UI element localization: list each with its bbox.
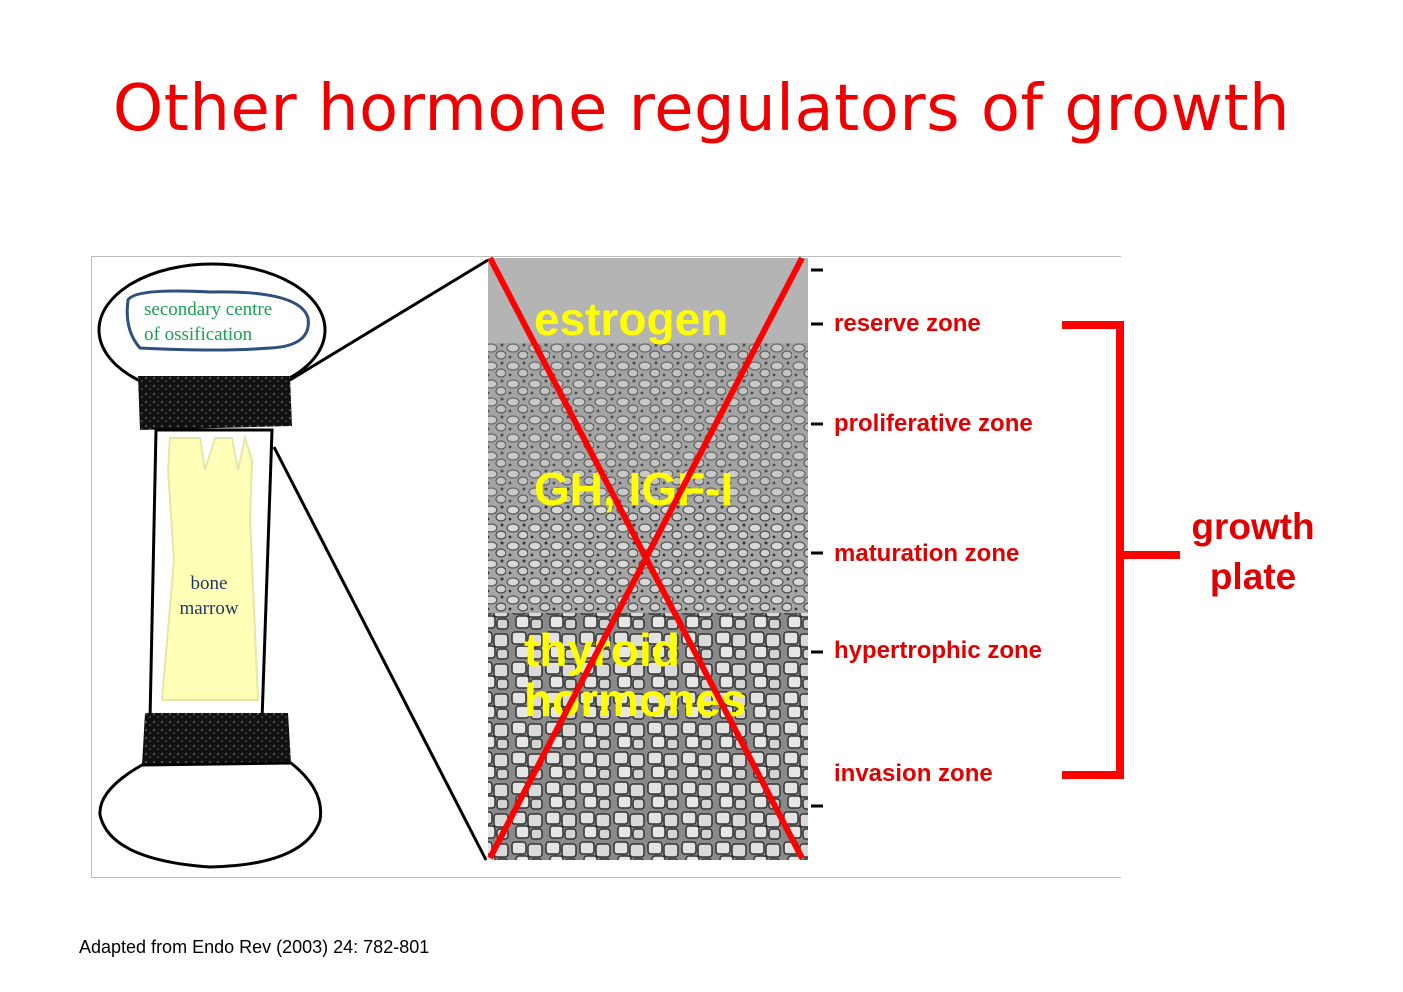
bone-marrow-line-1: bone: [190, 573, 228, 594]
zone-label-reserve: reserve zone: [834, 310, 981, 337]
zone-label-maturation: maturation zone: [834, 540, 1020, 567]
growth-plate-label: growth plate: [1160, 502, 1346, 602]
zone-ticks: [811, 268, 823, 808]
bone-marrow-line-2: marrow: [179, 598, 239, 619]
hormone-gh-igf: GH, IGF-I: [534, 463, 734, 515]
growth-plate-band-top: [138, 376, 292, 430]
zone-label-invasion: invasion zone: [834, 760, 993, 787]
hormone-thyroid: thyroid hormones: [524, 625, 746, 725]
citation: Adapted from Endo Rev (2003) 24: 782-801: [79, 937, 430, 957]
secondary-centre-line-1: secondary centre: [144, 299, 273, 320]
hormone-thyroid-line-1: thyroid: [524, 624, 680, 676]
hormone-thyroid-line-2: hormones: [524, 674, 747, 726]
growth-plate-line-2: plate: [1209, 556, 1297, 597]
marrow-region: [160, 434, 260, 701]
zoom-line-bottom: [272, 446, 488, 861]
secondary-centre-label: secondary centre of ossification: [144, 297, 272, 347]
growth-plate-line-1: growth: [1191, 506, 1315, 547]
slide-title: Other hormone regulators of growth: [112, 72, 1291, 146]
bone-head-bottom: [98, 761, 323, 869]
secondary-centre-line-2: of ossification: [144, 324, 253, 345]
hormone-estrogen: estrogen: [534, 293, 729, 345]
zone-label-proliferative: proliferative zone: [834, 410, 1033, 437]
bone-marrow-label: bone marrow: [166, 571, 252, 621]
growth-plate-band-bottom: [142, 713, 291, 765]
bone-drawing: [97, 262, 327, 869]
figure-frame: [91, 256, 1121, 878]
secondary-centre-outline: [125, 289, 310, 352]
zoom-line-top: [289, 258, 489, 382]
histology-image: [488, 258, 808, 860]
zone-label-hypertrophic: hypertrophic zone: [834, 637, 1043, 664]
growth-plate-bracket: [1062, 321, 1180, 779]
